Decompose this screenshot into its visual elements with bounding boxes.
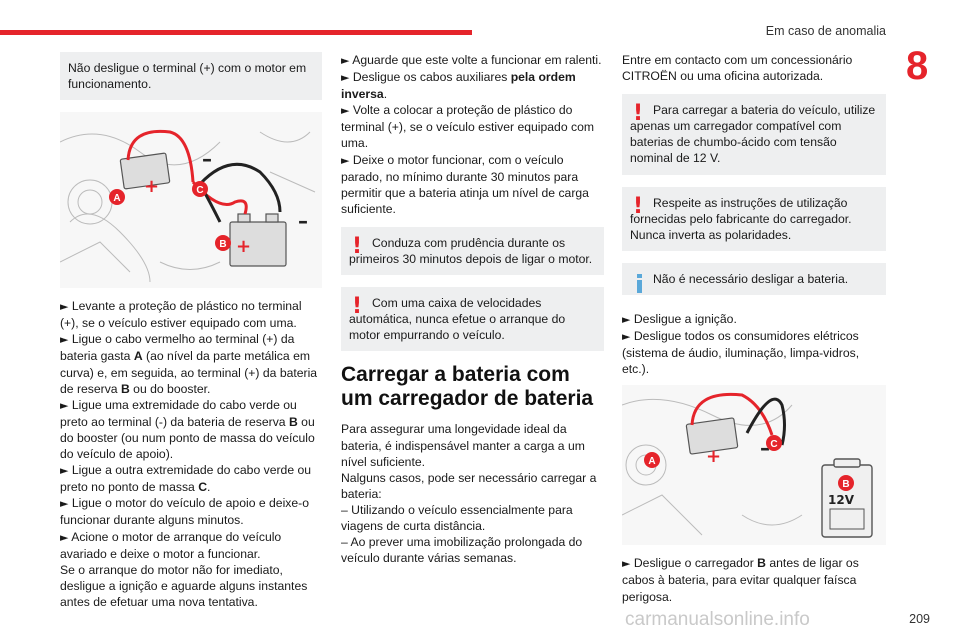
- label-a-marker: [109, 189, 125, 206]
- charger-diagram: 12V + – A C B: [622, 393, 873, 539]
- warning-icon: !: [352, 233, 363, 259]
- paragraph-1: Para assegurar uma longevidade ideal da …: [341, 422, 585, 469]
- step-3: ► Ligue uma extremidade do cabo verde ou…: [60, 397, 315, 462]
- fig-minus-sign-2: –: [298, 209, 308, 233]
- plain-note: Não desligue o terminal (+) com o motor …: [60, 52, 322, 101]
- final-step: ► Desligue o carregador B antes de ligar…: [622, 556, 859, 604]
- fig-plus-sign: +: [144, 176, 159, 197]
- section-heading: Carregar a bateria com um carregador de …: [341, 363, 594, 411]
- dash-item-1: – Utilizando o veículo essencialmente pa…: [341, 502, 573, 533]
- warning-note-2: ! Com uma caixa de velocidades automátic…: [341, 287, 604, 352]
- info-icon: [637, 273, 642, 294]
- step-7: ► Aguarde que este volte a funcionar em …: [341, 53, 602, 67]
- jump-start-diagram: + – + – A C B: [60, 130, 316, 283]
- label-a-marker-2: [644, 452, 660, 469]
- steps-list: ► Levante a proteção de plástico no term…: [60, 298, 322, 610]
- fig-plus-sign-2: +: [236, 236, 251, 257]
- fig-plus-sign-3: +: [706, 446, 721, 467]
- paragraph-2: Nalguns casos, pode ser necessário carre…: [341, 470, 597, 501]
- step-1: ► Levante a proteção de plástico no term…: [60, 299, 302, 331]
- dash-item-2: – Ao prever uma imobilização prolongada …: [341, 535, 583, 566]
- fig-minus-sign: –: [202, 147, 212, 171]
- label-a: A: [113, 193, 120, 204]
- label-b: B: [219, 239, 226, 250]
- fig-minus-sign-3: –: [760, 436, 770, 460]
- step-11: ► Desligue a ignição.: [622, 311, 737, 326]
- header-accent-bar: [0, 30, 472, 35]
- column-1: Não desligue o terminal (+) com o motor …: [60, 52, 322, 610]
- jump-start-illustration: + – + – A C B: [60, 112, 322, 289]
- warning-icon: !: [633, 101, 644, 127]
- retry-text: Se o arranque do motor não for imediato,…: [60, 562, 308, 609]
- charger-voltage: 12V: [828, 493, 855, 507]
- label-c-2: C: [770, 439, 777, 450]
- warning-icon: !: [352, 294, 363, 320]
- chapter-number: 8: [906, 44, 929, 88]
- note-text: Não desligue o terminal (+) com o motor …: [68, 61, 307, 92]
- label-b-marker: [215, 235, 231, 252]
- warning-note-3: ! Para carregar a bateria do veículo, ut…: [622, 94, 886, 175]
- step-10: ► Deixe o motor funcionar, com o veículo…: [341, 152, 589, 216]
- step-4: ► Ligue a outra extremidade do cabo verd…: [60, 463, 312, 495]
- column-3: Entre em contacto com um concessionário …: [622, 52, 886, 605]
- step-6: ► Acione o motor de arranque do veículo …: [60, 529, 282, 561]
- column-2: ► Aguarde que este volte a funcionar em …: [341, 52, 604, 566]
- label-c-marker-2: [766, 435, 782, 452]
- label-c: C: [196, 185, 203, 196]
- step-5: ► Ligue o motor do veículo de apoio e de…: [60, 496, 309, 528]
- info-note: Não é necessário desligar a bateria.: [622, 262, 886, 295]
- page-number: 209: [909, 612, 930, 626]
- intro-text: Entre em contacto com um concessionário …: [622, 53, 853, 84]
- step-9: ► Volte a colocar a proteção de plástico…: [341, 103, 595, 151]
- charger-box: [821, 458, 873, 539]
- step-2: ► Ligue o cabo vermelho ao terminal (+) …: [60, 332, 318, 396]
- label-b-2: B: [842, 479, 849, 490]
- watermark: carmanualsonline.info: [625, 609, 810, 630]
- warning-note-4: ! Respeite as instruções de utilização f…: [622, 186, 886, 251]
- warning-icon: !: [633, 193, 644, 219]
- warning-note-1: ! Conduza com prudência durante os prime…: [341, 226, 604, 276]
- step-12: ► Desligue todos os consumidores elétric…: [622, 329, 860, 377]
- steps-list-2: ► Aguarde que este volte a funcionar em …: [341, 52, 604, 217]
- steps-list-3: ► Desligue a ignição. ► Desligue todos o…: [622, 311, 886, 377]
- label-b-marker-2: [838, 475, 854, 492]
- charger-illustration: 12V + – A C B: [622, 385, 886, 546]
- step-8: ► Desligue os cabos auxiliares pela orde…: [341, 70, 576, 102]
- label-a-2: A: [648, 456, 655, 467]
- label-c-marker: [192, 181, 208, 198]
- section-title: Em caso de anomalia: [765, 24, 886, 38]
